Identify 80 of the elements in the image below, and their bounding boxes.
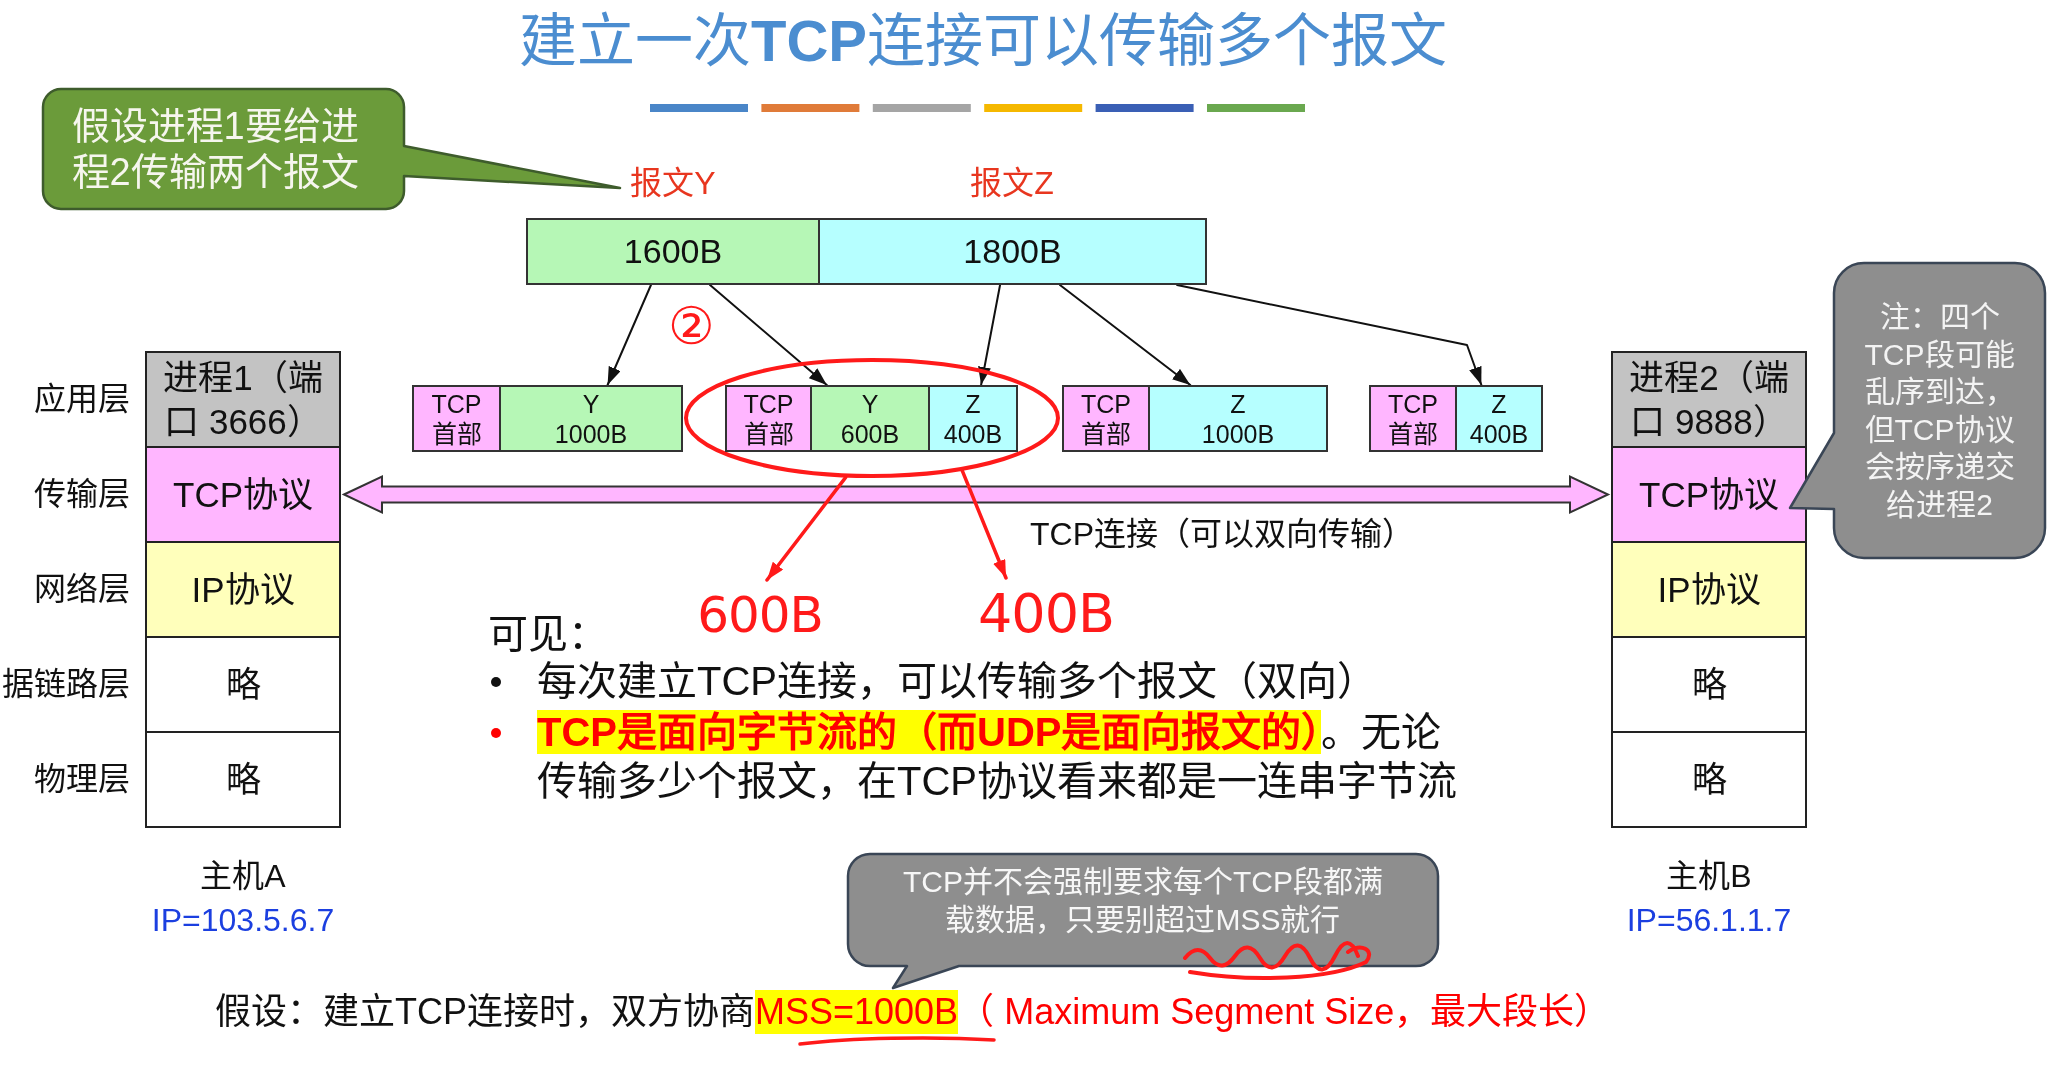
tcp-header-block bbox=[1062, 385, 1150, 452]
data-block bbox=[1148, 385, 1328, 452]
layer-block bbox=[1611, 731, 1807, 828]
tcp-header-block bbox=[1369, 385, 1457, 452]
host-name: 主机B bbox=[1666, 857, 1752, 895]
block-label: 1000B bbox=[1201, 418, 1275, 449]
layer-block bbox=[1611, 446, 1807, 543]
assumption-text: 假设：建立TCP连接时，双方协商 bbox=[215, 990, 755, 1034]
data-block bbox=[810, 385, 930, 452]
message-block bbox=[526, 218, 820, 285]
layer-block bbox=[1611, 351, 1807, 448]
layer-name: 据链路层 bbox=[2, 665, 130, 703]
edge-label: TCP连接（可以双向传输） bbox=[1030, 515, 1414, 553]
layer-name: 应用层 bbox=[34, 380, 130, 418]
message-name: 报文Y bbox=[630, 164, 716, 202]
block-label: TCP协议 bbox=[1639, 473, 1779, 516]
handwritten-note: 400B bbox=[977, 581, 1115, 647]
layer-block bbox=[145, 351, 341, 448]
tcp-header-block bbox=[725, 385, 812, 452]
bullet-text: 每次建立TCP连接，可以传输多个报文（双向） bbox=[537, 658, 1377, 705]
block-label: 1000B bbox=[554, 418, 628, 449]
layer-name: 网络层 bbox=[34, 570, 130, 608]
arrow bbox=[606, 284, 652, 386]
layer-block bbox=[1611, 636, 1807, 733]
block-label: 1600B bbox=[623, 232, 723, 271]
layer-block bbox=[145, 636, 341, 733]
block-label: Y bbox=[861, 388, 879, 419]
block-label: 略 bbox=[225, 758, 261, 801]
layer-block bbox=[145, 731, 341, 828]
ip-address: IP=56.1.1.7 bbox=[1626, 901, 1792, 939]
layer-block bbox=[145, 446, 341, 543]
term-expansion: （ Maximum Segment Size，最大段长） bbox=[958, 990, 1611, 1034]
block-label: 略 bbox=[1691, 758, 1727, 801]
highlighted-term: MSS=1000B bbox=[755, 990, 959, 1034]
bullet-text: TCP是面向字节流的（而UDP是面向报文的）。无论传输多少个报文，在TCP协议看来都是一连串字节流 bbox=[537, 709, 1458, 805]
block-label: IP协议 bbox=[1657, 568, 1761, 611]
block-label: Z bbox=[1230, 388, 1246, 419]
slide-title: 建立一次TCP连接可以传输多个报文 bbox=[519, 7, 1447, 75]
block-label: 600B bbox=[840, 418, 900, 449]
arrow bbox=[1058, 284, 1192, 386]
block-label: 1800B bbox=[963, 232, 1062, 271]
callout-text: 注：四个TCP段可能乱序到达，但TCP协议会按序递交给进程2 bbox=[1863, 299, 2016, 523]
block-label: TCP首部 bbox=[1387, 388, 1439, 449]
message-block bbox=[818, 218, 1207, 285]
arrow bbox=[709, 284, 828, 386]
block-label: 略 bbox=[1691, 663, 1727, 706]
arrow bbox=[960, 468, 1008, 580]
message-name: 报文Z bbox=[970, 164, 1054, 202]
arrow bbox=[1176, 284, 1483, 386]
block-label: 进程1（端口 3666） bbox=[162, 356, 324, 443]
arrow bbox=[765, 475, 848, 582]
data-block bbox=[499, 385, 683, 452]
block-label: 400B bbox=[1469, 418, 1529, 449]
data-block bbox=[928, 385, 1018, 452]
host-name: 主机A bbox=[200, 857, 286, 895]
layer-name: 物理层 bbox=[34, 760, 130, 798]
tcp-header-block bbox=[412, 385, 501, 452]
ip-address: IP=103.5.6.7 bbox=[151, 901, 335, 939]
block-label: 进程2（端口 9888） bbox=[1628, 356, 1790, 443]
block-label: TCP首部 bbox=[430, 388, 483, 449]
callout-text: 假设进程1要给进程2传输两个报文 bbox=[71, 103, 360, 195]
arrow bbox=[978, 284, 1002, 386]
block-label: TCP首部 bbox=[1080, 388, 1132, 449]
callout-text: TCP并不会强制要求每个TCP段都满载数据，只要别超过MSS就行 bbox=[902, 864, 1384, 938]
double-block-arrow bbox=[341, 474, 1611, 515]
layer-block bbox=[1611, 541, 1807, 638]
handwritten-note: 600B bbox=[697, 585, 823, 645]
block-label: Z bbox=[965, 388, 981, 419]
handwritten-number: ② bbox=[668, 300, 715, 352]
data-block bbox=[1455, 385, 1543, 452]
block-label: Y bbox=[582, 388, 600, 419]
block-label: IP协议 bbox=[191, 568, 295, 611]
layer-name: 传输层 bbox=[34, 475, 130, 513]
block-label: 略 bbox=[225, 663, 261, 706]
block-label: 400B bbox=[943, 418, 1003, 449]
block-label: TCP首部 bbox=[742, 388, 795, 449]
block-label: TCP协议 bbox=[173, 473, 313, 516]
intro-text: 可见： bbox=[488, 611, 608, 658]
block-label: Z bbox=[1491, 388, 1507, 419]
layer-block bbox=[145, 541, 341, 638]
